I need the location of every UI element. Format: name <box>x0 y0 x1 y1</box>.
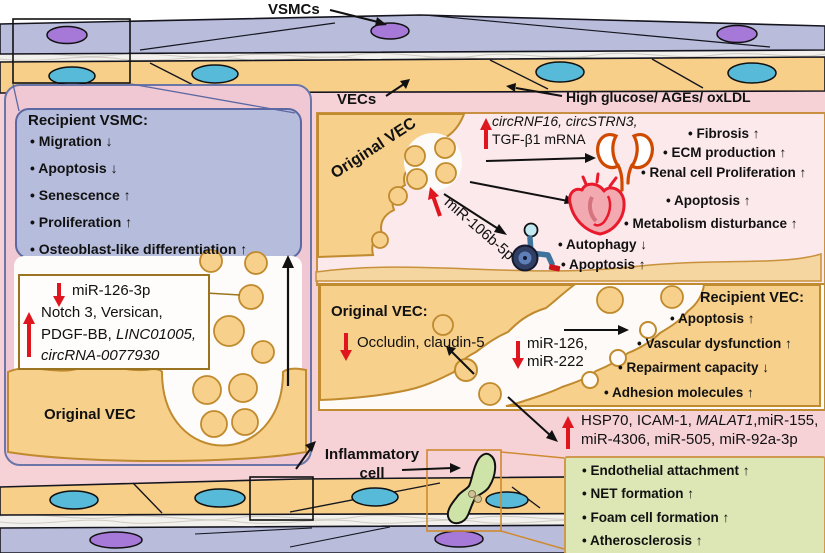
heart-item: • Metabolism disturbance ↑ <box>624 216 798 231</box>
vec-nucleus <box>351 487 399 507</box>
recipient-vsmc-box <box>15 108 302 259</box>
inflammation-outcome-list: • Endothelial attachment ↑ • NET formati… <box>582 463 750 553</box>
vsmcs-label: VSMCs <box>268 1 320 18</box>
recipient-vsmc-item: • Migration ↓ <box>30 133 113 149</box>
cargo-line3-normal: PDGF-BB, <box>41 326 117 343</box>
inflammation-outcome-item: • Endothelial attachment ↑ <box>582 463 750 478</box>
vec-nucleus <box>191 64 239 84</box>
recipient-vsmc-item: • Apoptosis ↓ <box>30 160 118 176</box>
inflammation-outcome-item: • NET formation ↑ <box>582 486 694 502</box>
inflammation-outcome-item: • Atherosclerosis ↑ <box>582 532 703 548</box>
inflammation-outcome-box <box>564 456 825 553</box>
original-vec-left-label: Original VEC <box>44 406 136 423</box>
heart-item: • Apoptosis ↑ <box>666 193 751 208</box>
recipient-vec-item: • Apoptosis ↑ <box>670 311 755 326</box>
cargo-line4: circRNA-0077930 <box>41 347 160 364</box>
recipient-vsmc-item: • Osteoblast-like differentiation ↑ <box>30 241 248 257</box>
vsmc-nucleus <box>434 530 484 548</box>
inflammation-up-line1: HSP70, ICAM-1, MALAT1,miR-155, <box>581 412 818 429</box>
vecs-label: VECs <box>337 91 377 108</box>
inflammation-outcome-item: • Foam cell formation ↑ <box>582 509 730 525</box>
inflammation-up-line2: miR-4306, miR-505, miR-92a-3p <box>581 431 798 448</box>
vsmc-nucleus <box>716 24 758 44</box>
vec-nucleus <box>194 488 246 508</box>
disability-item: • Apoptosis ↑ <box>561 257 646 272</box>
systemic-up-line1: circRNF16, circSTRN3, <box>492 113 638 129</box>
red-up-arrow-cargo <box>23 312 35 357</box>
inflammation-line1c: ,miR-155, <box>753 412 819 429</box>
recipient-vsmc-item: • Proliferation ↑ <box>30 214 133 230</box>
vec-transfer-left-title: Original VEC: <box>331 303 428 320</box>
recipient-vec-item: • Repairment capacity ↓ <box>618 360 770 375</box>
recipient-vec-item: • Adhesion molecules ↑ <box>604 385 754 400</box>
vec-nucleus <box>48 66 96 86</box>
kidney-item: • Fibrosis ↑ <box>688 126 760 141</box>
disability-item: • Autophagy ↓ <box>558 237 647 252</box>
vsmc-layer-top <box>0 14 825 55</box>
vec-nucleus <box>485 491 529 509</box>
cargo-decreased-label: miR-126-3p <box>72 282 151 299</box>
vec-transfer-left-decreased: Occludin, claudin-5 <box>357 334 485 351</box>
inflammatory-cell-label-line2: cell <box>359 465 385 482</box>
recipient-vsmc-title: Recipient VSMC: <box>28 112 149 129</box>
transfer-mir-line1: miR-126, <box>527 335 588 352</box>
kidney-item: • Renal cell Proliferation ↑ <box>641 165 807 180</box>
recipient-vsmc-item: • Senescence ↑ <box>30 187 131 203</box>
inflammatory-cell-label-line1: Inflammatory <box>324 446 420 463</box>
inflammation-line1a: HSP70, ICAM-1, <box>581 412 697 429</box>
vsmc-nucleus <box>89 531 143 549</box>
vsmc-nucleus <box>46 25 88 45</box>
stimuli-label: High glucose/ AGEs/ oxLDL <box>566 89 751 105</box>
vec-nucleus <box>49 490 99 510</box>
inflammation-line1b-italic: MALAT1 <box>696 412 754 429</box>
recipient-vsmc-list: • Migration ↓ • Apoptosis ↓ • Senescence… <box>30 133 247 268</box>
recipient-vec-item: • Vascular dysfunction ↑ <box>637 336 792 351</box>
kidney-item: • ECM production ↑ <box>663 145 787 160</box>
vsmc-nucleus <box>370 22 410 40</box>
vec-nucleus <box>727 62 777 84</box>
cargo-line3-italic: LINC01005, <box>116 326 197 343</box>
vec-nucleus <box>535 61 585 83</box>
transfer-mir-line2: miR-222 <box>527 353 584 370</box>
cargo-line3: PDGF-BB, LINC01005, <box>41 326 196 343</box>
vsmc-cargo-box: miR-126-3p Notch 3, Versican, PDGF-BB, L… <box>18 274 210 370</box>
cargo-line2: Notch 3, Versican, <box>41 304 163 321</box>
systemic-up-line2: TGF-β1 mRNA <box>492 131 586 147</box>
recipient-vec-title: Recipient VEC: <box>700 290 804 306</box>
